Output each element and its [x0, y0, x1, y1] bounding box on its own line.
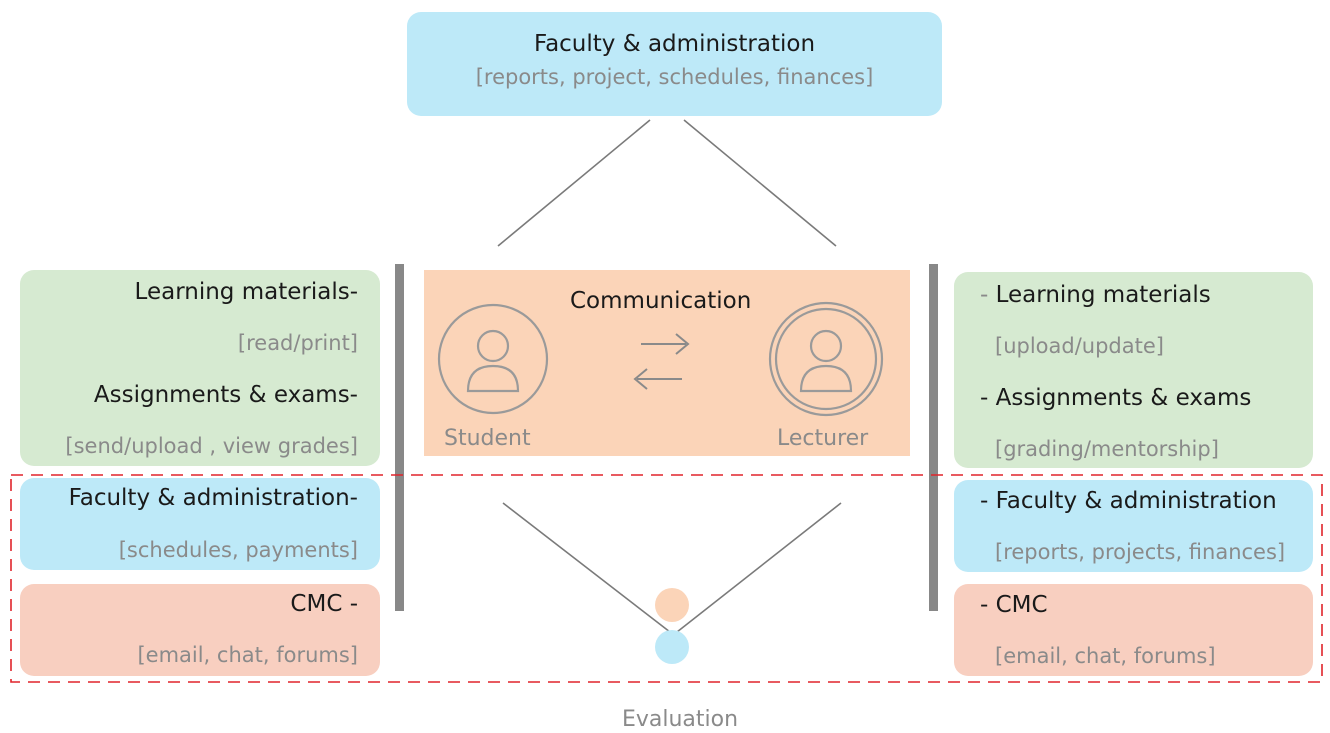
student-label: Student: [444, 426, 531, 451]
left-cmc-title: CMC -: [290, 591, 358, 617]
left-faculty-sub: [schedules, payments]: [118, 538, 358, 562]
right-divider: [929, 264, 938, 611]
right-learning-prefix: -: [980, 282, 996, 308]
top-faculty-box: [407, 12, 942, 116]
evaluation-label: Evaluation: [621, 707, 739, 732]
evaluation-dot-peach: [655, 588, 689, 622]
right-cmc-title: - CMC: [980, 592, 1048, 618]
right-learning-title-text: Learning materials: [995, 282, 1211, 308]
connector-top-left: [497, 119, 651, 247]
top-faculty-title: Faculty & administration: [533, 31, 816, 57]
right-learning-sub: [upload/update]: [995, 334, 1164, 358]
left-cmc-box: [20, 584, 380, 676]
right-faculty-sub: [reports, projects, finances]: [995, 540, 1286, 564]
student-icon: [437, 303, 549, 415]
connector-top-right: [683, 119, 837, 247]
left-learning-sub: [read/print]: [237, 331, 358, 355]
right-learning-box: [954, 272, 1313, 468]
lecturer-label: Lecturer: [777, 426, 869, 451]
left-assignments-title: Assignments & exams-: [93, 382, 358, 408]
left-learning-title: Learning materials-: [134, 279, 358, 305]
left-divider: [395, 264, 404, 611]
left-cmc-sub: [email, chat, forums]: [137, 643, 358, 667]
right-learning-title: - Learning materials: [980, 284, 1211, 307]
communication-box: [424, 270, 910, 456]
connector-bottom-right: [676, 502, 842, 633]
right-cmc-sub: [email, chat, forums]: [995, 644, 1216, 668]
right-faculty-box: [954, 480, 1313, 572]
left-learning-box: [20, 270, 380, 466]
top-faculty-subtitle: [reports, project, schedules, finances]: [475, 65, 874, 89]
right-faculty-title: - Faculty & administration: [980, 488, 1277, 514]
left-assignments-sub: [send/upload , view grades]: [65, 434, 358, 458]
lecturer-icon: [768, 301, 884, 417]
connector-bottom-left: [502, 502, 671, 633]
left-faculty-box: [20, 478, 380, 570]
right-assignments-sub: [grading/mentorship]: [995, 437, 1219, 461]
evaluation-dot-blue: [655, 630, 689, 664]
communication-label: Communication: [570, 288, 752, 314]
right-cmc-box: [954, 584, 1313, 676]
exchange-arrows-icon: [633, 333, 690, 390]
left-faculty-title: Faculty & administration-: [68, 485, 358, 511]
right-assignments-title: - Assignments & exams: [980, 385, 1252, 411]
